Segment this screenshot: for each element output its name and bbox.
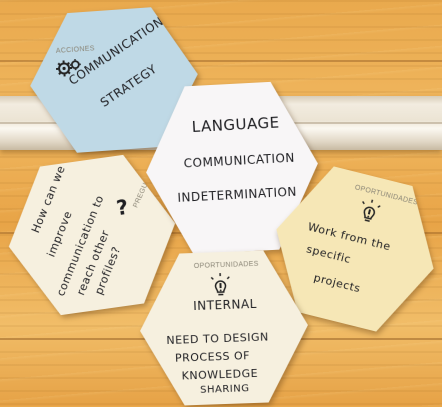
card-language-line-2: COMMUNICATION — [183, 151, 295, 171]
lightbulb-icon — [208, 272, 233, 299]
card-opportunidades-bottom-line-5: SHARING — [200, 383, 250, 396]
card-acciones-tag: ACCIONES — [56, 45, 95, 55]
card-opportunidades-bottom-line-1: INTERNAL — [193, 297, 257, 313]
card-opportunidades-right-line-2: specific — [305, 242, 352, 266]
card-opportunidades-bottom-hexagon: OPORTUNIDADES INTERNAL NEED TO DESIGN PR… — [137, 249, 310, 407]
card-opportunidades-bottom: OPORTUNIDADES INTERNAL NEED TO DESIGN PR… — [137, 249, 310, 407]
question-mark-icon: ? — [115, 195, 130, 220]
lightbulb-icon — [355, 196, 385, 227]
card-opportunidades-bottom-line-2: NEED TO DESIGN — [166, 330, 269, 347]
card-language-line-1: LANGUAGE — [191, 113, 280, 136]
card-opportunidades-bottom-tag: OPORTUNIDADES — [194, 261, 259, 270]
card-opportunidades-right-line-3: projects — [312, 271, 362, 295]
card-opportunidades-bottom-line-3: PROCESS OF — [175, 349, 250, 365]
card-language-line-3: INDETERMINATION — [177, 185, 297, 205]
card-opportunidades-bottom-line-4: KNOWLEDGE — [181, 367, 258, 383]
